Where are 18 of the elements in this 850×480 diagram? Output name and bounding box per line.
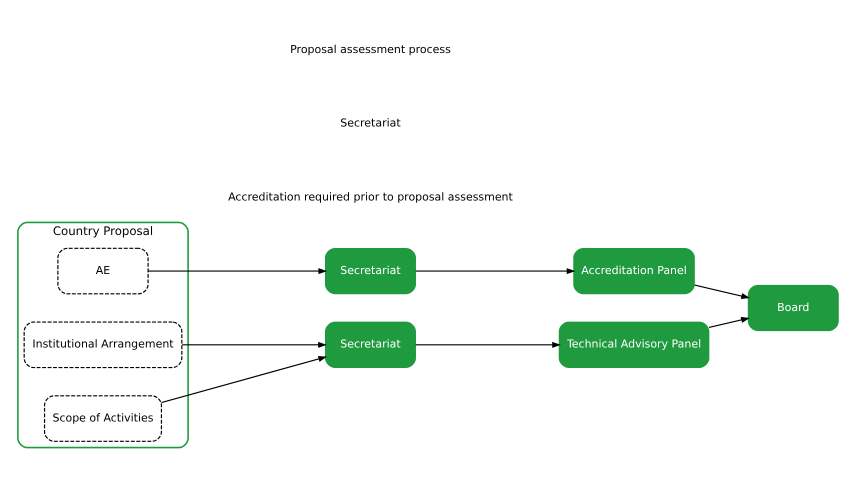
arrow: [416, 341, 561, 348]
node-box: AE: [57, 247, 149, 294]
node-box: Secretariat: [324, 247, 416, 294]
arrow: [148, 268, 328, 274]
arrow: [416, 268, 576, 274]
label: Accreditation required prior to proposal assessment: [228, 190, 513, 203]
node-box: Scope of Activities: [44, 394, 162, 442]
node-box: Secretariat: [324, 321, 416, 368]
node-box: Accreditation Panel: [573, 247, 695, 294]
node-box: Institutional Arrangement: [24, 321, 182, 368]
label: Proposal assessment process: [290, 42, 451, 56]
arrow: [694, 284, 750, 298]
node-box: Technical Advisory Panel: [558, 321, 710, 368]
node-box: Board: [748, 284, 839, 331]
arrow: [708, 316, 750, 328]
arrow: [161, 356, 327, 403]
label: Secretariat: [340, 116, 401, 130]
arrow: [182, 341, 327, 348]
